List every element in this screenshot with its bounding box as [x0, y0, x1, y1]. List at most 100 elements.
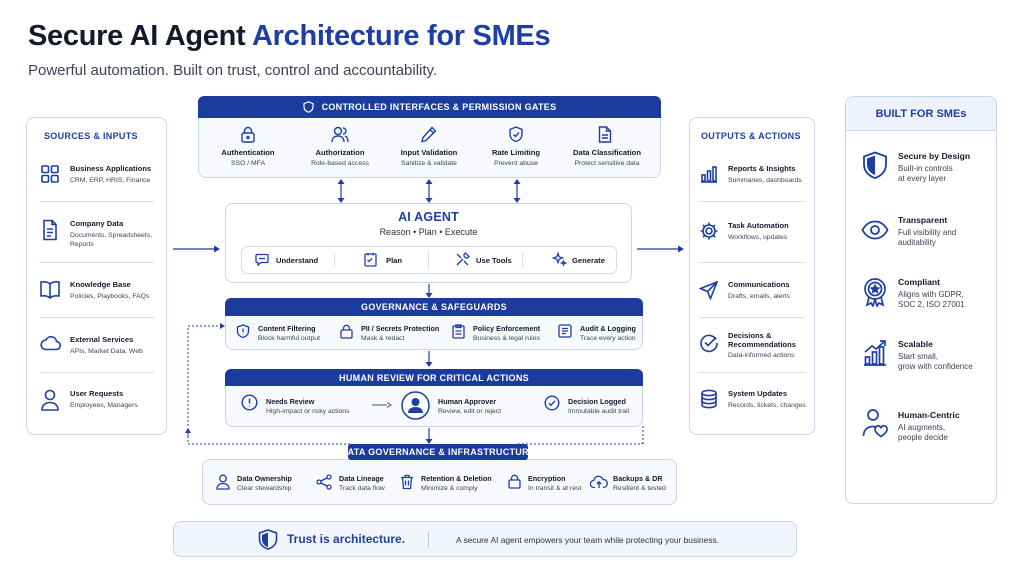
- eye-icon: [861, 220, 889, 240]
- output-desc: Records, tickets, changes: [728, 402, 806, 409]
- interfaces-title: CONTROLLED INTERFACES & PERMISSION GATES: [321, 102, 557, 112]
- gate-desc: SSO / MFA: [231, 160, 265, 167]
- alert-circle-icon: [241, 394, 258, 411]
- title-part-1: Secure AI Agent: [28, 20, 253, 52]
- sme-desc: Start small,grow with confidence: [898, 352, 973, 373]
- source-desc-line: Documents, Spreadsheets,: [70, 232, 152, 239]
- output-desc: Summaries, dashboards: [728, 177, 802, 184]
- review-desc: Immutable audit trail: [568, 408, 630, 415]
- database-icon: [700, 389, 718, 409]
- checklist-icon: [364, 252, 377, 267]
- sme-desc-line: Start small,: [898, 352, 939, 361]
- arrow-governance-to-review: [424, 351, 434, 367]
- sources-title: SOURCES & INPUTS: [44, 131, 138, 141]
- gate-desc: Sanitize & validate: [401, 160, 457, 167]
- output-title: System Updates: [728, 389, 788, 398]
- arrow-review-to-approver: [372, 401, 392, 409]
- review-title: Decision Logged: [568, 397, 626, 406]
- feedback-loop-line-vertical: [640, 426, 646, 446]
- footer-tagline: A secure AI agent empowers your team whi…: [456, 535, 720, 545]
- safeguard-desc: Mask & redact: [361, 335, 405, 342]
- arrow-gates-agent-3: [512, 179, 522, 203]
- sme-desc: Aligns with GDPR,SOC 2, ISO 27001: [898, 290, 965, 311]
- feedback-loop-line: [182, 322, 352, 446]
- output-title: Communications: [728, 280, 790, 289]
- infra-desc: Clear stewardship: [237, 485, 292, 492]
- sources-panel: [26, 117, 167, 435]
- sme-desc-line: Full visibility and: [898, 228, 957, 237]
- infra-title: Retention & Deletion: [421, 474, 492, 483]
- source-desc: APIs, Market Data, Web: [70, 348, 143, 355]
- file-text-icon: [598, 126, 612, 143]
- agent-step-label: Plan: [386, 256, 403, 265]
- page-title: Secure AI Agent Architecture for SMEs: [28, 20, 551, 53]
- outputs-panel: [689, 117, 815, 435]
- arrow-sources-to-agent: [173, 244, 221, 254]
- gate-title: Input Validation: [400, 148, 458, 157]
- safeguard-title: Audit & Logging: [580, 324, 636, 333]
- review-title: Human Approver: [438, 397, 497, 406]
- infra-title: Data Lineage: [339, 474, 384, 483]
- footer-headline: Trust is architecture.: [287, 532, 406, 546]
- person-heart-icon: [862, 408, 888, 438]
- lock-icon: [340, 324, 353, 339]
- gate-title: Data Classification: [573, 148, 641, 157]
- sme-desc-line: auditability: [898, 238, 936, 248]
- gate-desc: Prevent abuse: [494, 160, 538, 167]
- source-title: User Requests: [70, 389, 124, 398]
- check-circle-icon: [544, 395, 560, 411]
- sme-desc-line: Built-in controls: [898, 164, 953, 173]
- agent-steps-bar: [241, 246, 617, 274]
- shield-icon: [236, 324, 250, 339]
- interfaces-title-bar: CONTROLLED INTERFACES & PERMISSION GATES: [198, 96, 661, 118]
- lock-icon: [508, 474, 521, 489]
- arrow-agent-to-governance: [424, 284, 434, 298]
- source-title: External Services: [70, 335, 134, 344]
- footer-divider: [428, 531, 429, 547]
- pencil-icon: [421, 126, 437, 143]
- gate-desc: Role-based access: [311, 160, 369, 167]
- sme-desc-line: at every layer: [898, 174, 947, 184]
- human-review-title-bar: HUMAN REVIEW FOR CRITICAL ACTIONS: [225, 369, 643, 386]
- arrow-gates-agent-1: [336, 179, 346, 203]
- output-title: Reports & Insights: [728, 164, 796, 173]
- safeguard-title: Policy Enforcement: [473, 324, 541, 333]
- safeguard-title: Content Filtering: [258, 324, 316, 333]
- output-desc: Drafts, emails, alerts: [728, 293, 790, 300]
- smes-header: [846, 97, 996, 131]
- output-title: Decisions &Recommendations: [728, 331, 796, 350]
- shield-icon: [302, 101, 314, 113]
- arrow-agent-to-outputs: [637, 244, 685, 254]
- gear-icon: [699, 221, 719, 241]
- approver-avatar-icon: [401, 391, 430, 420]
- bar-chart-icon: [699, 164, 719, 184]
- sme-title: Human-Centric: [898, 410, 960, 420]
- cloud-upload-icon: [590, 475, 608, 489]
- sme-title: Transparent: [898, 215, 948, 225]
- lock-icon: [240, 126, 256, 143]
- smes-title: BUILT FOR SMEs: [875, 108, 967, 120]
- infra-desc: Track data flow: [339, 485, 385, 492]
- grid-apps-icon: [40, 164, 60, 184]
- gate-title: Authentication: [221, 148, 275, 157]
- agent-step-label: Use Tools: [476, 256, 512, 265]
- person-icon: [216, 474, 230, 490]
- arrow-gates-agent-2: [424, 179, 434, 203]
- source-title: Business Applications: [70, 164, 152, 173]
- sme-desc-line: people decide: [898, 433, 948, 443]
- trash-icon: [400, 474, 414, 490]
- infra-title-bar: DATA GOVERNANCE & INFRASTRUCTURE: [341, 444, 535, 460]
- review-desc: High-impact or risky actions: [266, 408, 350, 415]
- source-desc: Documents, Spreadsheets,Reports: [70, 232, 152, 250]
- review-title: Needs Review: [266, 397, 315, 406]
- gate-title: Rate Limiting: [491, 148, 541, 157]
- safeguard-title: PII / Secrets Protection: [361, 324, 440, 333]
- sme-desc-line: grow with confidence: [898, 362, 973, 372]
- gate-title: Authorization: [315, 148, 365, 157]
- arrow-review-to-infra: [424, 428, 434, 444]
- sparkle-icon: [552, 252, 567, 267]
- shield-check-icon: [508, 126, 524, 143]
- title-part-2: Architecture for SMEs: [252, 20, 551, 52]
- tools-icon: [455, 252, 470, 267]
